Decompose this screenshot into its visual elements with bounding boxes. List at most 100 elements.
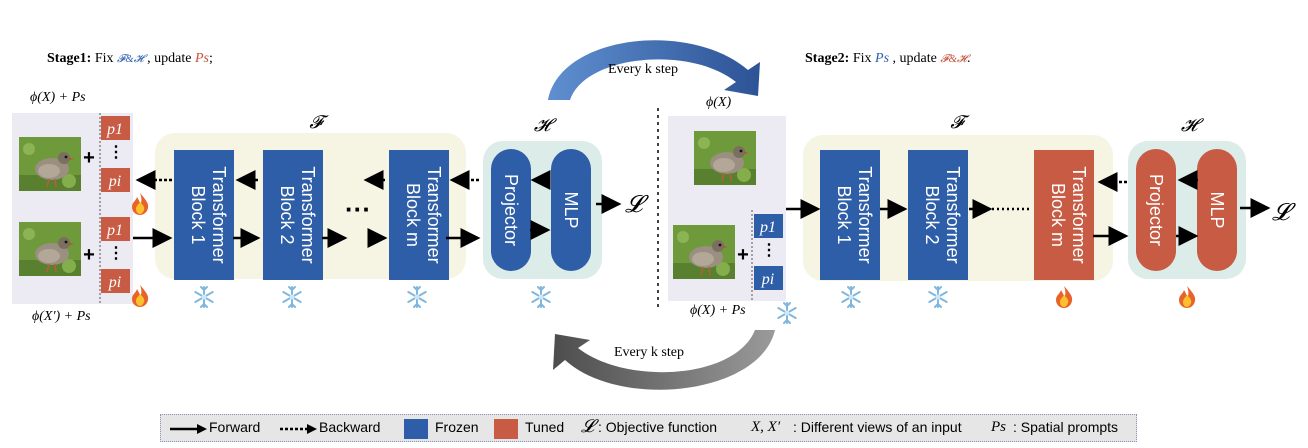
legend-forward-label: Forward — [209, 419, 261, 435]
stage2-projector-label: Projector — [1146, 174, 1166, 246]
stage2-blockm-fire-icon — [1056, 286, 1073, 308]
stage2-image-bottom — [672, 224, 736, 280]
stage2-prompt-snowflake-icon — [777, 302, 797, 324]
stage1-input-top-expr: ϕ(X) + Ps — [30, 90, 86, 105]
stage2-projector: Projector — [1136, 149, 1176, 271]
stage1-block-1-line1: Transformer — [209, 166, 229, 263]
stage2-update-word: , update — [892, 51, 937, 66]
stage2-mlp: MLP — [1197, 149, 1237, 271]
stage2-input-top-expr: ϕ(X) — [706, 95, 732, 110]
stage1-bottom-token-3: pi — [108, 274, 121, 291]
stage2-block-1-line2: Block 1 — [834, 185, 854, 244]
stage1-arrows — [133, 194, 622, 248]
stage1-loss-symbol: 𝓛 — [625, 192, 649, 218]
stage1-top-token-ellipsis: ⋮ — [108, 144, 124, 161]
stage1-bottom-token-ellipsis: ⋮ — [108, 245, 124, 262]
legend-frozen-swatch — [404, 419, 428, 439]
stage1-blockm-snowflake-icon — [407, 286, 427, 308]
stage1-head-label: 𝓗 — [534, 115, 558, 135]
stage2-token-1: p1 — [759, 219, 776, 236]
stage1-bottom-token-1-box — [101, 217, 130, 241]
cycle-label-top: Every k step — [608, 62, 678, 77]
legend-loss-desc: : Objective function — [598, 419, 718, 435]
stage1-fixed-modules: 𝓕&𝓗 — [117, 53, 144, 65]
stage1-prompt-top-fire-icon — [132, 193, 149, 215]
stage2-backward-arrows — [992, 170, 1198, 211]
stage2-block-1-box — [820, 150, 880, 280]
stage1-mlp-box — [551, 149, 591, 271]
legend-tuned-swatch — [494, 419, 518, 439]
stage1-bottom-token-1: p1 — [106, 222, 123, 239]
stage1-prompt-bottom-fire-icon — [132, 285, 149, 307]
stage2-token-3: pi — [761, 271, 774, 288]
stage1-plus-top: + — [83, 147, 95, 169]
stage2-projector-box — [1136, 149, 1176, 271]
stage1-top-token-3: pi — [108, 173, 121, 190]
stage1-update-word: , update — [147, 51, 192, 66]
stage1-tail: ; — [208, 51, 213, 66]
stage2-fix-word: Fix — [852, 51, 872, 66]
stage1-updated-param: Ps — [194, 51, 209, 66]
stage1-prompt-stack-bottom: p1 ⋮ pi — [101, 217, 130, 293]
legend-backward-label: Backward — [319, 419, 381, 435]
stage1-head-snowflake-icon — [531, 286, 551, 308]
stage1-projector-label: Projector — [501, 174, 521, 246]
legend-frozen-label: Frozen — [435, 419, 479, 435]
stage1-block-3-line2: Block m — [403, 183, 423, 247]
stage1-label: Stage1: — [47, 51, 92, 66]
stage1-block1-snowflake-icon — [194, 286, 214, 308]
stage2-token-ellipsis: ⋮ — [761, 242, 777, 259]
legend-forward-arrow-icon — [170, 424, 207, 434]
stage2-input-bottom-expr: ϕ(X) + Ps — [690, 303, 746, 318]
stage2-block-3-line2: Block m — [1048, 183, 1068, 247]
stage1-input-bottom-expr: ϕ(X′) + Ps — [32, 309, 91, 324]
stage2-block2-snowflake-icon — [928, 286, 948, 308]
stage1-top-token-3-box — [101, 168, 130, 192]
stage1-bottom-token-3-box — [101, 269, 130, 293]
stage2-block-3-box — [1034, 150, 1094, 280]
stage1-block-3-box — [389, 150, 449, 280]
stage1-block-2-box — [263, 150, 323, 280]
stage1-mlp: MLP — [551, 149, 591, 271]
stage1-image-bottom — [18, 221, 82, 277]
stage2-block1-snowflake-icon — [841, 286, 861, 308]
stage1-title: Stage1: Fix 𝓕&𝓗 , update Ps; — [47, 51, 213, 67]
stage1-projector-box — [491, 149, 531, 271]
stage1-image-top — [18, 136, 82, 192]
stage1-ellipsis: ··· — [345, 194, 371, 224]
stage2-head-fire-icon — [1179, 286, 1196, 308]
stage2-arrows — [786, 198, 1271, 246]
stage1-top-token-1-box — [101, 116, 130, 140]
legend-backward-arrow-icon — [280, 424, 317, 434]
stage2-mlp-box — [1197, 149, 1237, 271]
stage2-block-2-line1: Transformer — [943, 166, 963, 263]
stage2-token-3-box — [754, 266, 783, 290]
stage2-mlp-label: MLP — [1207, 191, 1227, 228]
stage2-block-2-box — [908, 150, 968, 280]
stage2-tail: . — [966, 51, 971, 66]
stage2-token-1-box — [754, 214, 783, 238]
legend-loss-symbol: 𝓛 — [581, 416, 595, 436]
stage2-prompt-stack: p1 ⋮ pi — [754, 214, 783, 290]
stage1-fix-word: Fix — [94, 51, 114, 66]
legend: Forward Backward Frozen Tuned 𝓛 : Object… — [160, 414, 1137, 442]
legend-prompts-desc: : Spatial prompts — [1013, 419, 1119, 435]
stage1-block2-snowflake-icon — [282, 286, 302, 308]
stage2-block-3-line1: Transformer — [1069, 166, 1089, 263]
stage2-title: Stage2: Fix Ps , update 𝓕&𝓗. — [805, 51, 970, 67]
stage1-projector: Projector — [491, 149, 531, 271]
stage1-top-token-1: p1 — [106, 121, 123, 138]
stage2-image-top — [693, 130, 757, 186]
stage2-loss-symbol: 𝓛 — [1272, 200, 1296, 226]
stage1-prompt-stack-top: p1 ⋮ pi — [101, 116, 130, 192]
stage2-block-1-line1: Transformer — [855, 166, 875, 263]
stage1-block-1-box — [174, 150, 234, 280]
stage1-mlp-label: MLP — [561, 191, 581, 228]
stage2-updated-modules: 𝓕&𝓗 — [940, 53, 967, 65]
